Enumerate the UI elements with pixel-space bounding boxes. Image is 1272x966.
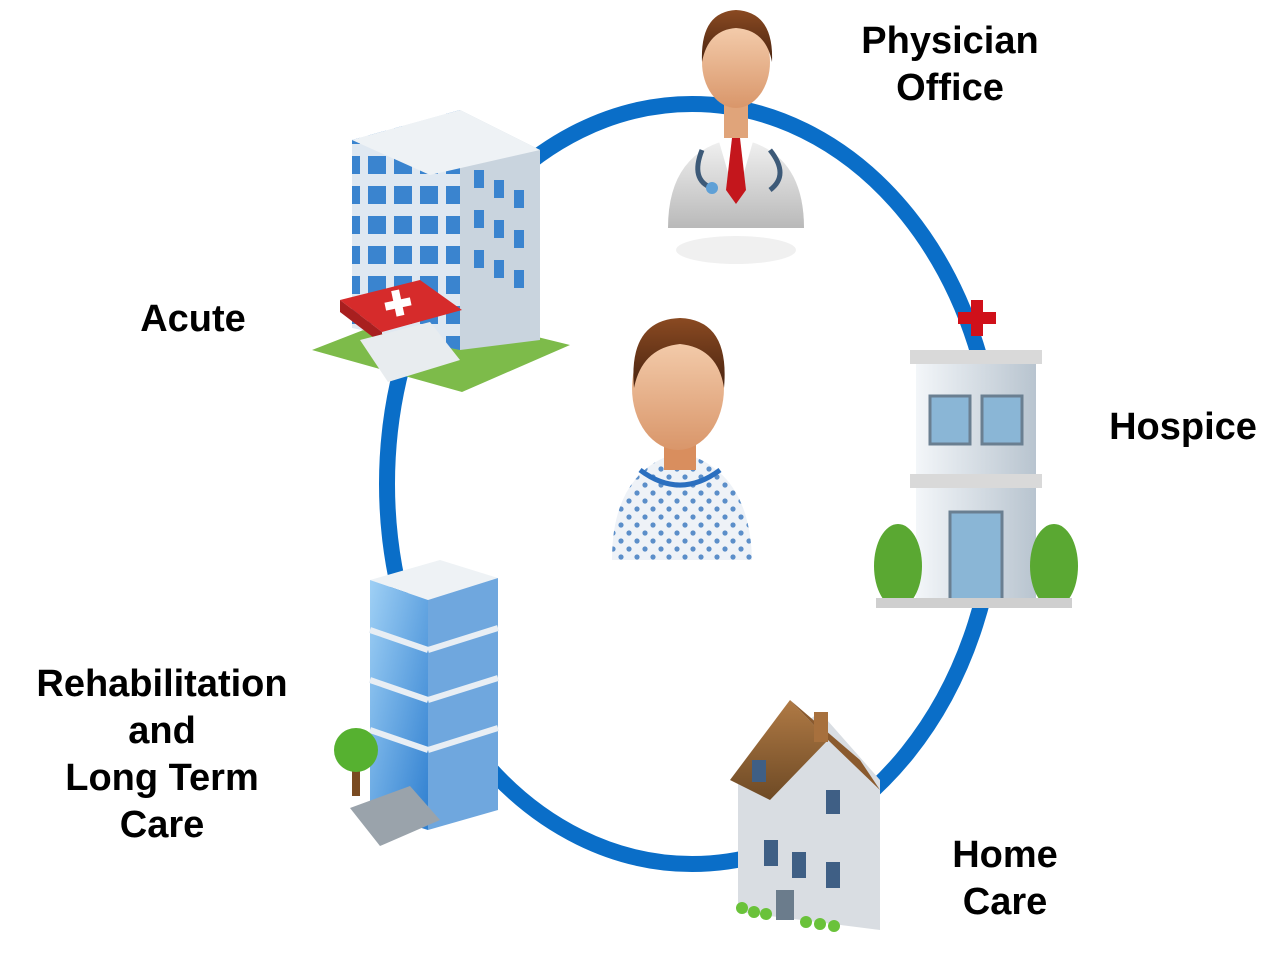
hospice-building-icon (874, 300, 1078, 608)
patient-icon (612, 318, 752, 560)
label-acute: Acute (128, 296, 258, 343)
house-icon (730, 700, 880, 932)
label-line: Long Term (65, 757, 259, 799)
label-line: Hospice (1109, 406, 1257, 448)
label-line: Physician (861, 20, 1039, 62)
label-line: Rehabilitation (36, 663, 288, 705)
rehab-building-icon (334, 560, 499, 846)
label-rehabilitation: Rehabilitation and Long Term Care (14, 661, 310, 849)
label-line: Acute (140, 298, 246, 340)
label-line: Office (896, 67, 1004, 109)
label-line: and (128, 710, 196, 752)
label-physician-office: Physician Office (848, 18, 1052, 112)
hospital-icon (312, 110, 570, 392)
label-line: Care (962, 881, 1048, 923)
label-hospice: Hospice (1098, 404, 1268, 451)
physician-icon (668, 10, 804, 264)
label-home-care: Home Care (940, 832, 1070, 926)
label-line: Care (119, 804, 205, 846)
label-line: Home (952, 834, 1058, 876)
